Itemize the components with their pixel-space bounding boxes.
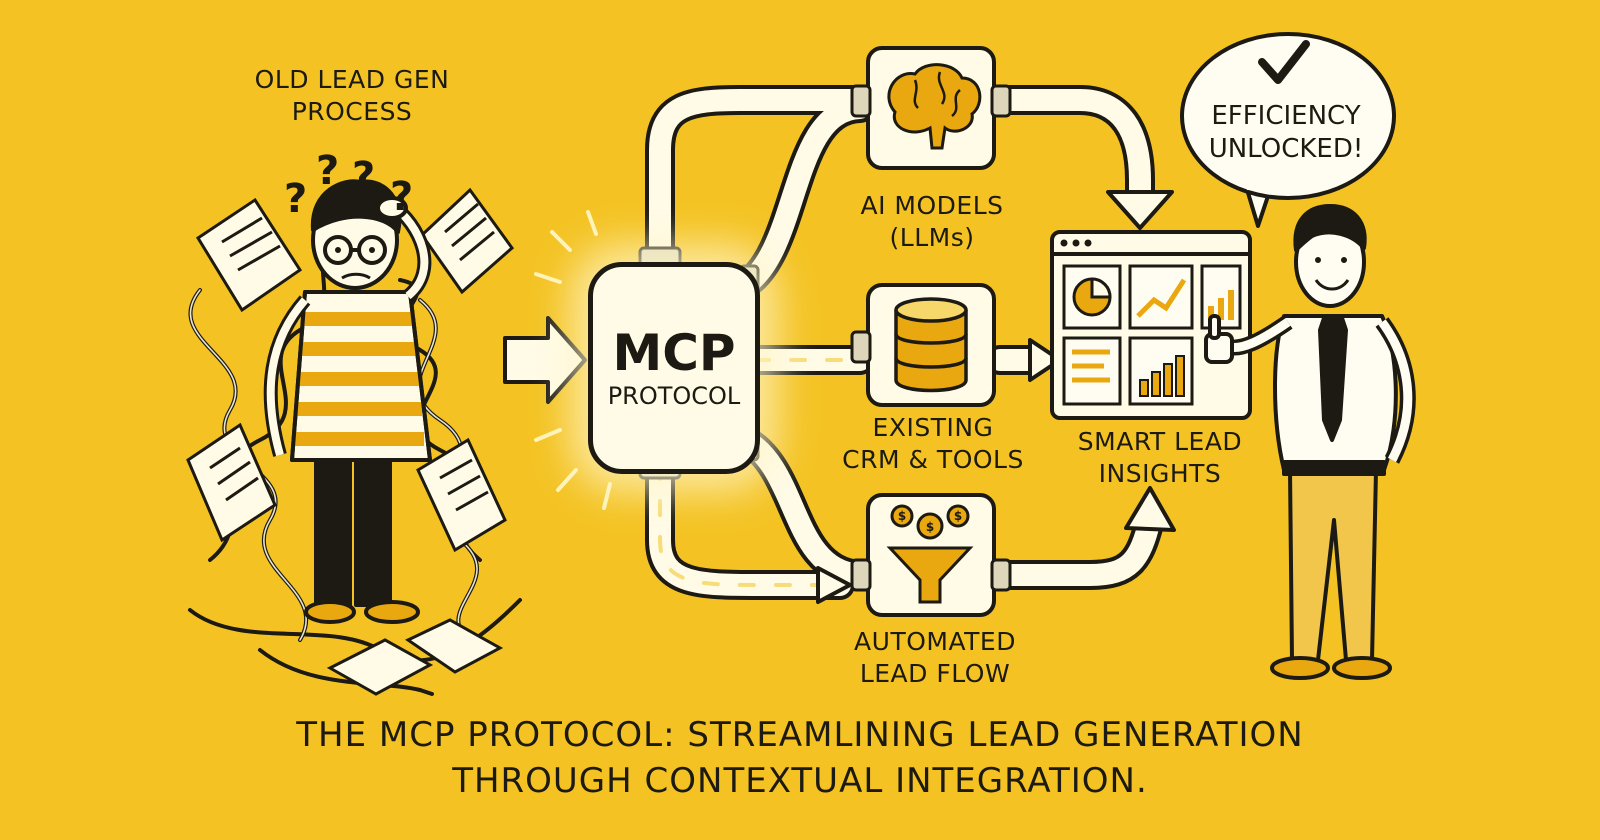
svg-text:$: $ xyxy=(926,520,934,534)
bubble-line-2: UNLOCKED! xyxy=(1208,134,1364,164)
money-funnel-icon xyxy=(886,504,974,604)
ai-models-line-2: (LLMs) xyxy=(889,223,975,252)
caption-line-2: THROUGH CONTEXTUAL INTEGRATION. xyxy=(452,761,1148,801)
mcp-protocol-node: MCP PROTOCOL xyxy=(588,262,760,474)
integration-pipes xyxy=(645,85,1165,600)
database-icon xyxy=(894,297,968,393)
mcp-title: MCP xyxy=(612,324,736,382)
dashboard-icon xyxy=(1050,230,1252,420)
pipe-arrowheads xyxy=(816,190,1176,604)
svg-text:$: $ xyxy=(898,509,906,523)
old-process-label: OLD LEAD GEN PROCESS xyxy=(222,64,482,128)
caption: THE MCP PROTOCOL: STREAMLINING LEAD GENE… xyxy=(0,712,1600,804)
lead-flow-line-2: LEAD FLOW xyxy=(859,659,1011,688)
crm-line-1: EXISTING xyxy=(872,413,994,442)
svg-text:?: ? xyxy=(352,154,375,200)
crm-label: EXISTING CRM & TOOLS xyxy=(818,412,1048,476)
insights-line-2: INSIGHTS xyxy=(1098,459,1222,488)
svg-text:?: ? xyxy=(284,176,307,222)
mcp-subtitle: PROTOCOL xyxy=(607,382,741,410)
arrow-to-mcp xyxy=(503,316,587,404)
svg-text:$: $ xyxy=(954,509,962,523)
insights-label: SMART LEAD INSIGHTS xyxy=(1060,426,1260,490)
crm-line-2: CRM & TOOLS xyxy=(842,445,1024,474)
ai-models-label: AI MODELS (LLMs) xyxy=(832,190,1032,254)
businessman-icon xyxy=(1204,204,1416,680)
lead-flow-label: AUTOMATED LEAD FLOW xyxy=(830,626,1040,690)
ai-models-node xyxy=(850,46,1012,170)
bubble-line-1: EFFICIENCY xyxy=(1211,101,1361,131)
caption-line-1: THE MCP PROTOCOL: STREAMLINING LEAD GENE… xyxy=(296,715,1304,755)
svg-text:?: ? xyxy=(390,174,413,220)
brain-icon xyxy=(887,63,982,150)
glow-rays xyxy=(534,210,612,510)
ai-models-line-1: AI MODELS xyxy=(860,191,1004,220)
question-marks-icon: ???? xyxy=(284,148,413,222)
crm-node xyxy=(850,283,996,407)
bubble-text: EFFICIENCY UNLOCKED! xyxy=(1182,100,1390,166)
paper-icon xyxy=(186,187,515,696)
old-process-line-1: OLD LEAD GEN xyxy=(254,65,450,94)
lead-flow-node: $ $ $ xyxy=(850,493,1012,617)
old-process-line-2: PROCESS xyxy=(291,97,413,126)
insights-line-1: SMART LEAD xyxy=(1077,427,1243,456)
svg-text:?: ? xyxy=(316,148,339,194)
lead-flow-line-1: AUTOMATED xyxy=(854,627,1016,656)
confused-person-icon xyxy=(263,179,432,624)
